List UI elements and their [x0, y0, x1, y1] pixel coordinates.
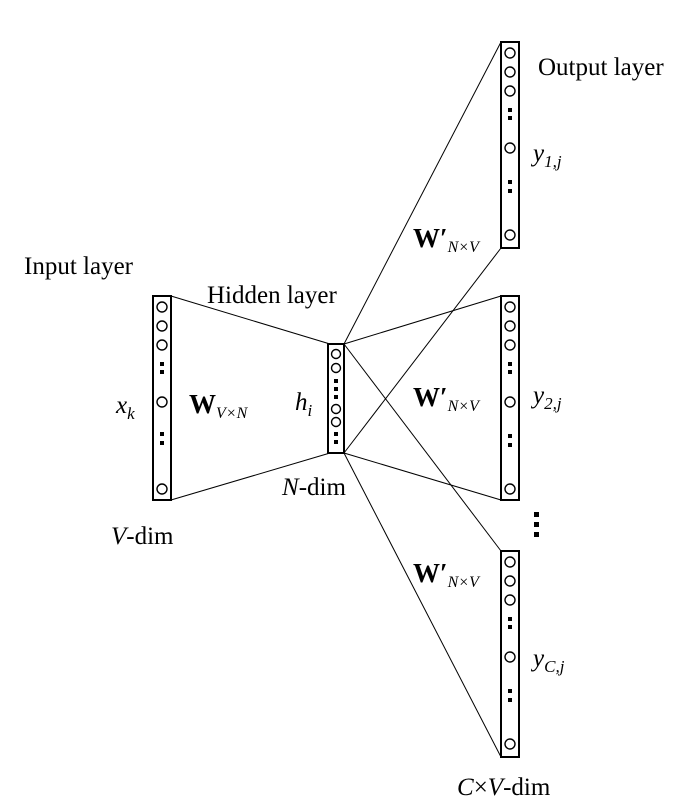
y-2-j-label: y2,j: [530, 382, 562, 413]
output-node: [504, 301, 516, 313]
output-node: [504, 651, 516, 663]
w-input-label: WV×N: [189, 389, 249, 422]
output-layer-column-1: [500, 41, 520, 249]
output-ellipsis: [534, 512, 539, 537]
h-i-label: hi: [295, 389, 313, 420]
input-node: [156, 320, 168, 332]
w-output-label-2: W′N×V: [413, 382, 481, 415]
output-node: [504, 738, 516, 750]
output-layer-column-c: [500, 550, 520, 758]
output-node: [504, 320, 516, 332]
w-output-label-1: W′N×V: [413, 223, 481, 256]
output-connections: [343, 41, 502, 758]
input-node: [156, 301, 168, 313]
n-dim-label: N-dim: [281, 474, 346, 501]
output-node: [504, 229, 516, 241]
hidden-node: [330, 348, 342, 360]
output-node: [504, 594, 516, 606]
output-node: [504, 142, 516, 154]
output-node: [504, 66, 516, 78]
output-node: [504, 339, 516, 351]
hidden-node: [330, 403, 342, 415]
hidden-layer-column: [327, 343, 345, 454]
output-node: [504, 556, 516, 568]
output-node: [504, 85, 516, 97]
x-k-label: xk: [115, 392, 135, 423]
hidden-node: [330, 362, 342, 374]
input-node: [156, 339, 168, 351]
input-node: [156, 396, 168, 408]
output-node: [504, 396, 516, 408]
output-node: [504, 575, 516, 587]
w-output-label-c: W′N×V: [413, 558, 481, 591]
output-layer-label: Output layer: [538, 54, 664, 81]
input-connections: [170, 295, 331, 501]
y-c-j-label: yC,j: [530, 645, 565, 676]
hidden-layer-label: Hidden layer: [207, 282, 337, 309]
output-node: [504, 483, 516, 495]
input-layer-column: [152, 295, 172, 501]
hidden-node: [330, 416, 342, 428]
cv-dim-label: C×V-dim: [457, 774, 551, 801]
y-1-j-label: y1,j: [530, 140, 562, 171]
output-node: [504, 47, 516, 59]
input-layer-label: Input layer: [24, 253, 134, 280]
input-node: [156, 483, 168, 495]
v-dim-label: V-dim: [111, 523, 174, 550]
output-layer-column-2: [500, 295, 520, 501]
